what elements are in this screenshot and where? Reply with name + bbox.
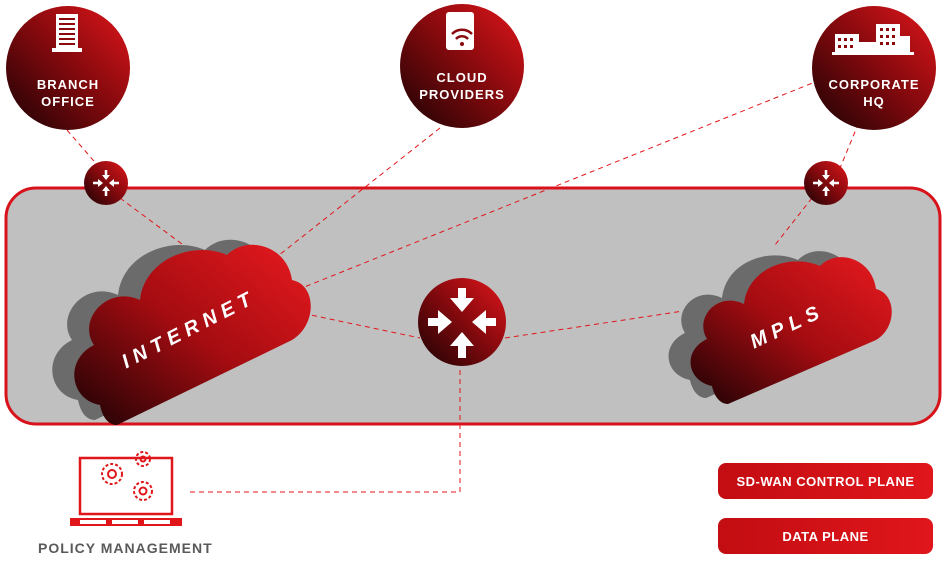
buildings-icon xyxy=(832,24,914,55)
control-plane-legend: SD-WAN CONTROL PLANE xyxy=(718,463,933,499)
line-router-internet xyxy=(119,197,191,251)
branch-office-node: BRANCH OFFICE xyxy=(6,6,130,130)
cloud-providers-node: CLOUD PROVIDERS xyxy=(400,4,524,128)
control-plane-label: SD-WAN CONTROL PLANE xyxy=(736,473,915,489)
data-plane-label: DATA PLANE xyxy=(782,528,869,544)
line-router-mpls xyxy=(774,197,813,246)
router-icon xyxy=(804,161,848,205)
branch-office-label-1: BRANCH xyxy=(37,77,99,92)
cloud-providers-label-1: CLOUD xyxy=(436,70,487,85)
line-branch-router xyxy=(66,129,101,169)
line-hub-mpls xyxy=(504,309,691,339)
corporate-hq-label-2: HQ xyxy=(863,94,885,109)
corporate-hq-node: CORPORATE HQ xyxy=(812,6,936,130)
internet-cloud: INTERNET xyxy=(52,239,311,425)
gears-icon xyxy=(101,451,153,501)
data-plane-legend: DATA PLANE xyxy=(718,518,933,554)
mpls-cloud: MPLS xyxy=(668,251,892,404)
corporate-hq-label-1: CORPORATE xyxy=(828,77,919,92)
line-cloud-internet xyxy=(249,127,441,279)
cloud-providers-label-2: PROVIDERS xyxy=(419,87,505,102)
branch-office-label-2: OFFICE xyxy=(41,94,95,109)
tablet-wifi-icon xyxy=(446,12,474,50)
policy-management-label: POLICY MANAGEMENT xyxy=(38,540,213,556)
line-internet-hub xyxy=(267,305,421,339)
router-icon xyxy=(84,161,128,205)
line-hub-policy xyxy=(188,370,461,493)
policy-management-icon xyxy=(70,451,182,526)
building-icon xyxy=(52,14,82,52)
central-router-icon xyxy=(418,278,506,366)
